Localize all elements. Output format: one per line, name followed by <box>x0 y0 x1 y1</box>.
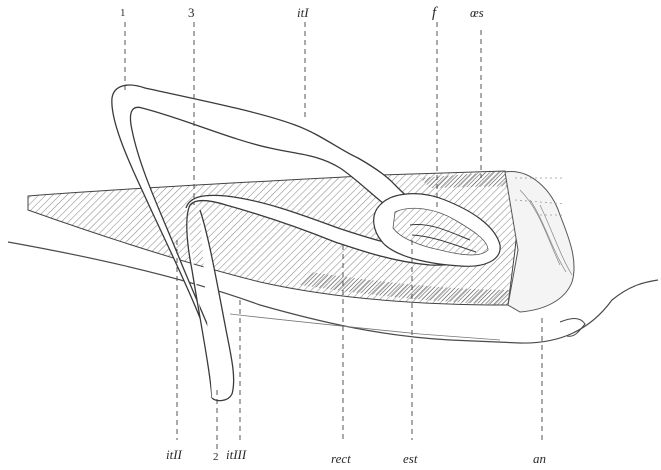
label-f: f <box>432 6 436 21</box>
label-an: an <box>533 452 546 465</box>
label-itIII: itIII <box>226 448 246 461</box>
label-rect: rect <box>331 452 351 465</box>
ventral-line <box>230 314 500 340</box>
label-itI: itI <box>297 6 309 19</box>
label-3: 3 <box>188 6 195 19</box>
label-2: 2 <box>213 452 219 463</box>
label-oes: œs <box>470 6 484 19</box>
label-itII: itII <box>166 448 182 461</box>
label-1: 1 <box>120 8 126 19</box>
label-est: est <box>403 452 417 465</box>
